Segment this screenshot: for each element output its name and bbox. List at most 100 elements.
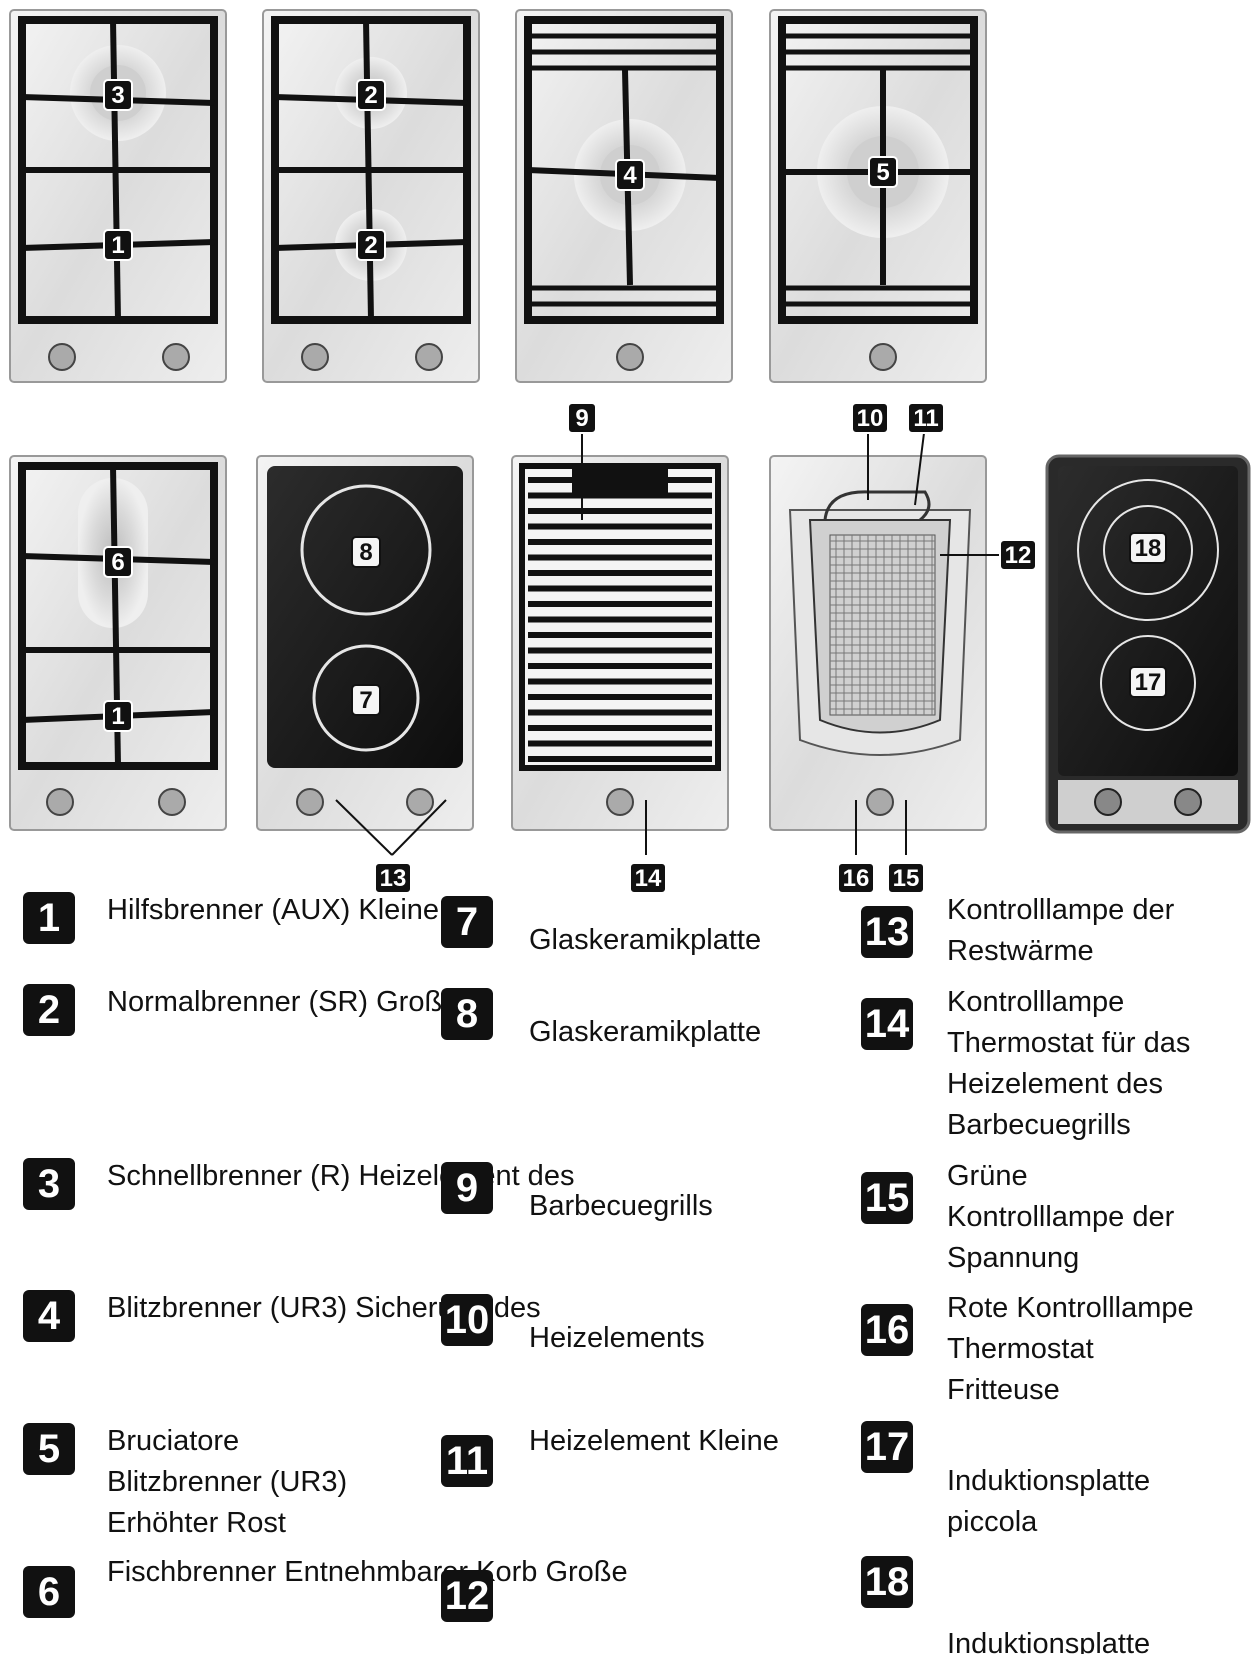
legend: 1 Hilfsbrenner (AUX) Kleine 2 Normalbren… [0,892,1257,1654]
badge-11: 11 [907,402,945,434]
knob-icon[interactable] [46,788,74,816]
legend-number: 13 [861,906,913,958]
knob-icon[interactable] [1174,788,1202,816]
legend-number: 8 [441,988,493,1040]
legend-text: Hilfsbrenner (AUX) Kleine [107,894,440,926]
badge-1: 1 [103,229,133,261]
svg-text:1: 1 [111,703,124,730]
svg-text:7: 7 [359,687,372,714]
svg-text:9: 9 [575,405,588,432]
legend-number: 14 [861,998,913,1050]
svg-text:17: 17 [1135,669,1162,696]
legend-item-13: 13 Kontrolllampe der Restwärme [861,890,1251,980]
svg-text:6: 6 [111,549,124,576]
legend-number: 15 [861,1172,913,1224]
svg-text:12: 12 [1005,542,1032,569]
legend-item-14: 14 Kontrolllampe Thermostat für das Heiz… [861,982,1251,1152]
badge-3: 3 [103,79,133,111]
svg-text:11: 11 [913,405,938,432]
legend-text: Kontrolllampe der Restwärme [947,894,1175,967]
legend-number: 6 [23,1566,75,1618]
svg-text:8: 8 [359,539,372,566]
legend-item-1: 1 Hilfsbrenner (AUX) Kleine [23,890,493,970]
badge-8: 8 [351,536,381,568]
badge-9: 9 [567,402,597,434]
svg-text:16: 16 [843,865,870,892]
svg-text:2: 2 [364,82,377,109]
badge-14: 14 [629,862,667,894]
legend-item-6: 6 Fischbrenner Entnehmbarer Korb Große [23,1552,723,1618]
legend-item-7: 7 Glaskeramikplatte [441,894,821,974]
ceramic-zone-8 [300,484,432,616]
knob-icon[interactable] [866,788,894,816]
legend-number: 1 [23,892,75,944]
knob-icon[interactable] [1094,788,1122,816]
fryer-handle [823,490,931,522]
legend-number: 4 [23,1290,75,1342]
svg-text:14: 14 [635,865,662,892]
knob-icon[interactable] [869,343,897,371]
badge-18: 18 [1129,532,1167,564]
badge-2: 2 [356,79,386,111]
knob-icon[interactable] [406,788,434,816]
legend-text: Heizelements [529,1322,705,1354]
knob-icon[interactable] [296,788,324,816]
legend-text: Fischbrenner Entnehmbarer Korb Große [107,1556,628,1588]
badge-13: 13 [374,862,412,894]
panel-gas-4 [515,9,733,383]
legend-text: Normalbrenner (SR) Große [107,986,459,1018]
legend-number: 3 [23,1158,75,1210]
legend-item-15: 15 Grüne Kontrolllampe der Spannung [861,1156,1251,1286]
badge-2: 2 [356,229,386,261]
svg-text:18: 18 [1135,535,1162,562]
legend-number: 18 [861,1556,913,1608]
induction-zone-18 [1077,479,1219,621]
panel-grill [511,425,729,855]
badge-12: 12 [999,539,1037,571]
knob-icon[interactable] [606,788,634,816]
badge-15: 15 [887,862,925,894]
badge-7: 7 [351,684,381,716]
knob-icon[interactable] [301,343,329,371]
svg-text:13: 13 [380,865,407,892]
svg-text:4: 4 [623,162,637,189]
svg-text:3: 3 [111,82,124,109]
legend-item-11: 11 Heizelement Kleine [441,1421,841,1501]
badge-5: 5 [868,156,898,188]
legend-text: Barbecuegrills [529,1190,713,1222]
legend-item-10: 10 Heizelements [441,1292,821,1372]
panel-fryer [769,424,1000,855]
badge-16: 16 [837,862,875,894]
panel-gas-3-1 [9,9,227,383]
legend-number: 10 [441,1294,493,1346]
legend-item-5: 5 Bruciatore Blitzbrenner (UR3) Erhöhter… [23,1421,383,1551]
badge-10: 10 [851,402,889,434]
svg-text:2: 2 [364,232,377,259]
panel-gas-5 [769,9,987,383]
svg-text:10: 10 [857,405,884,432]
legend-number: 9 [441,1162,493,1214]
legend-number: 16 [861,1304,913,1356]
badge-17: 17 [1129,666,1167,698]
knob-icon[interactable] [415,343,443,371]
legend-item-12: 12 [441,1556,821,1622]
legend-text: Bruciatore Blitzbrenner (UR3) Erhöhter R… [107,1425,348,1539]
legend-number: 11 [441,1435,493,1487]
legend-number: 7 [441,896,493,948]
knob-icon[interactable] [48,343,76,371]
legend-text: Glaskeramikplatte [529,1016,762,1048]
legend-item-3: 3 Schnellbrenner (R) Heizelement des [23,1156,574,1236]
legend-item-9: 9 Barbecuegrills [441,1160,821,1240]
svg-text:15: 15 [893,865,920,892]
panel-ceramic [256,455,474,856]
legend-item-17: 17 Induktionsplatte piccola [861,1421,1251,1551]
legend-item-8: 8 Glaskeramikplatte [441,986,821,1066]
knob-icon[interactable] [162,343,190,371]
knob-icon[interactable] [616,343,644,371]
legend-number: 2 [23,984,75,1036]
legend-item-2: 2 Normalbrenner (SR) Große [23,982,493,1062]
knob-icon[interactable] [158,788,186,816]
legend-text: Rote Kontrolllampe Thermostat Fritteuse [947,1292,1194,1406]
